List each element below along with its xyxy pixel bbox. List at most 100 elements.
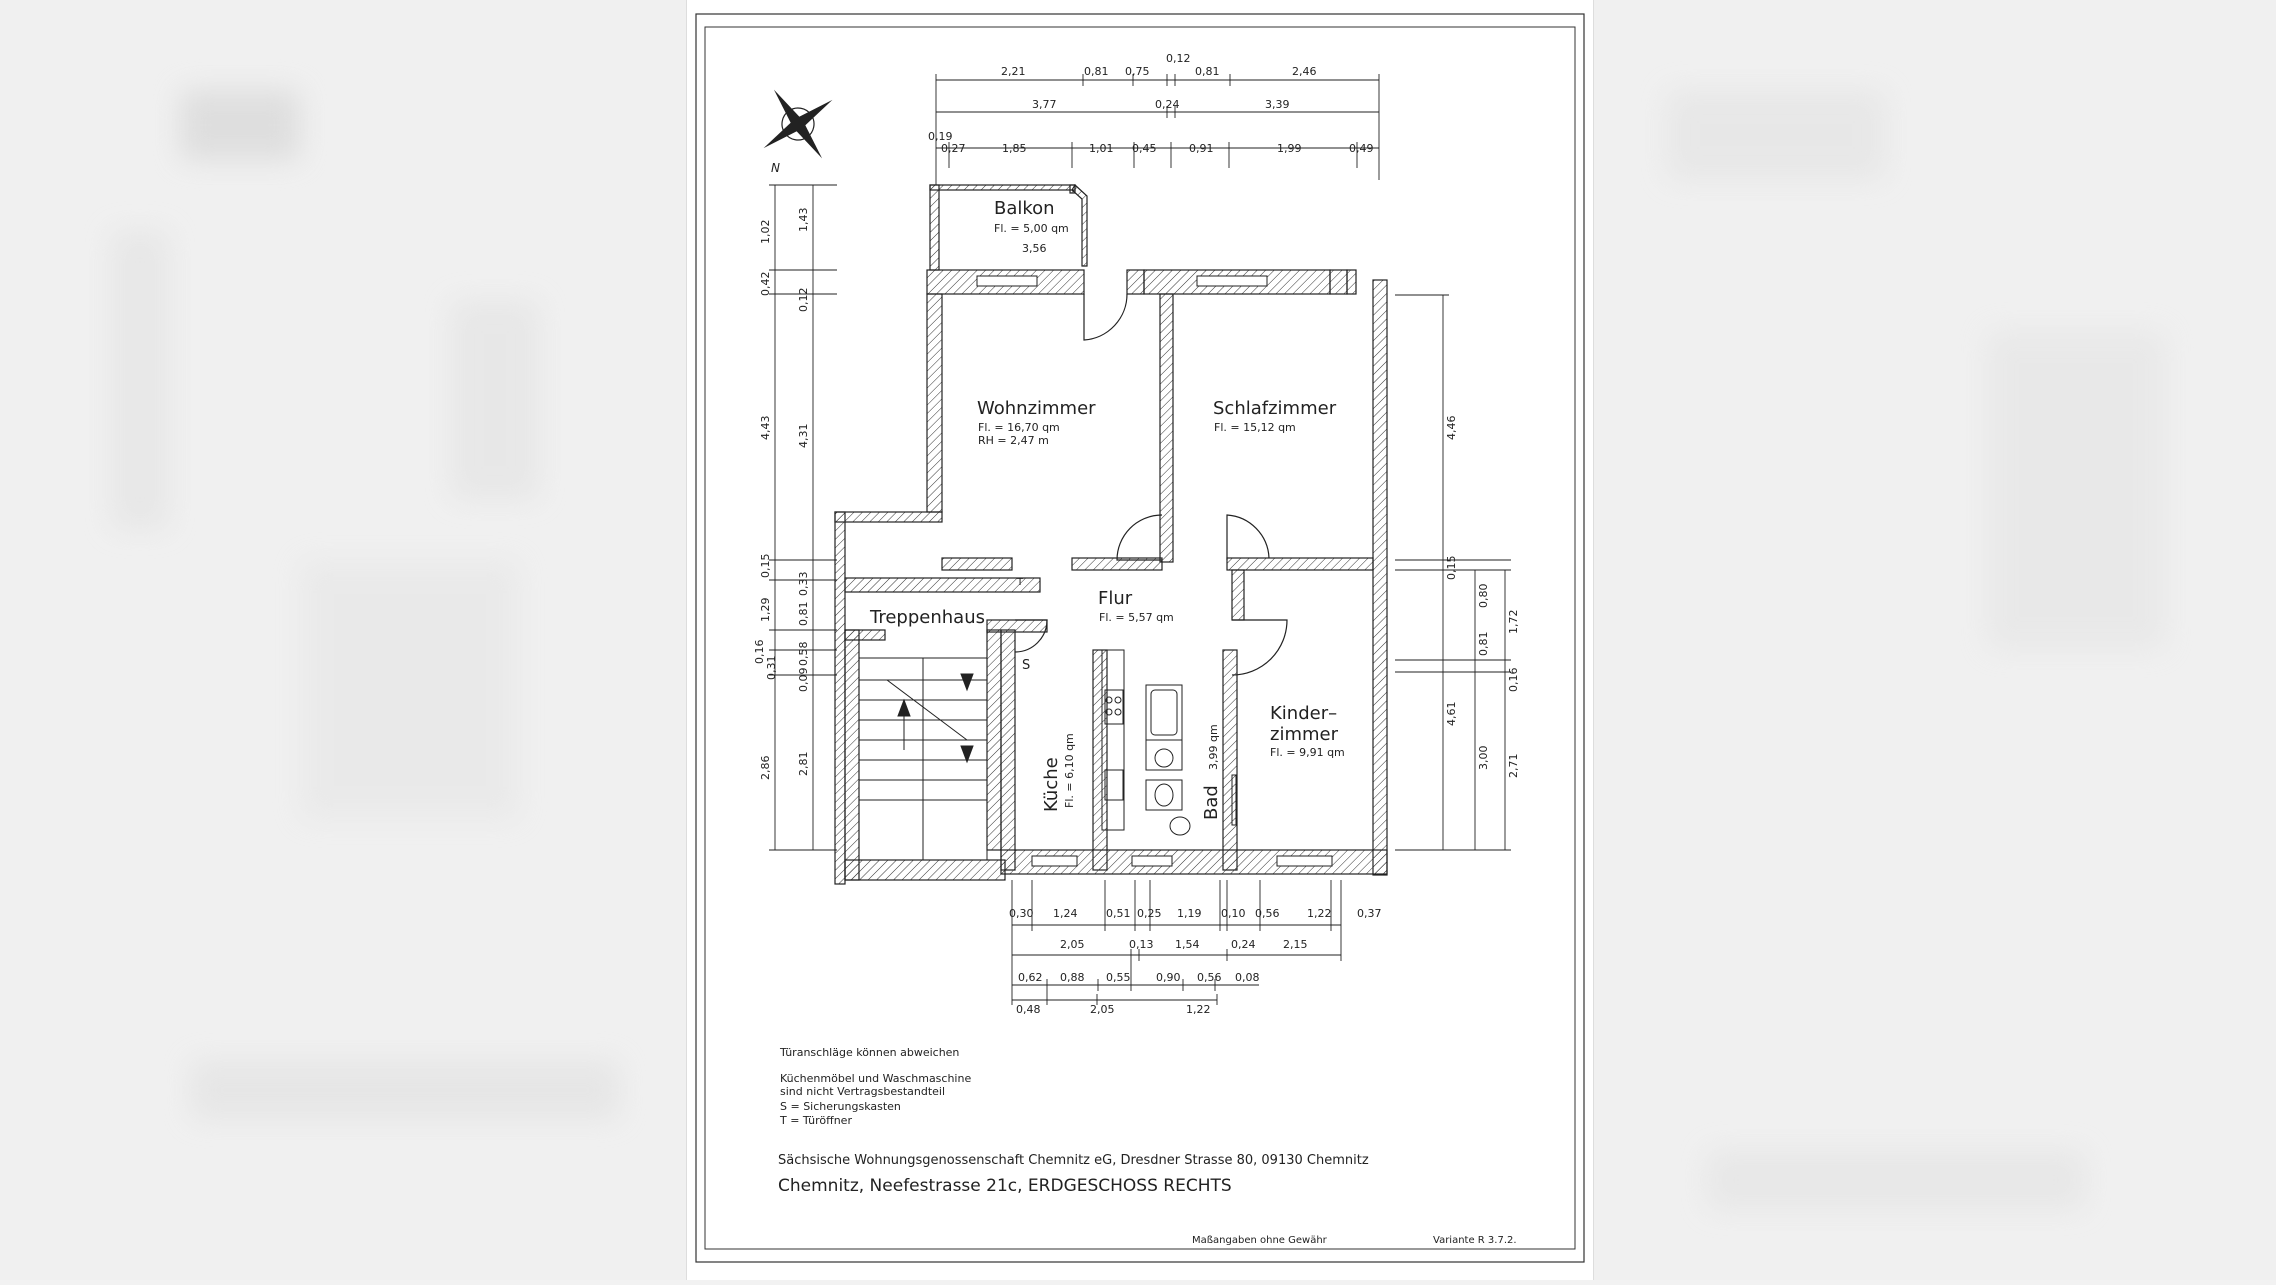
dim-label: 4,43	[759, 416, 772, 441]
dimension-lines	[769, 74, 1511, 1005]
floor-plan-drawing: N	[695, 13, 1585, 1263]
dim-label: 0,08	[1235, 971, 1260, 984]
dim-label: 0,16	[753, 640, 766, 665]
dim-label: 0,33	[797, 572, 810, 597]
note-kitchen-1: Küchenmöbel und Waschmaschine	[780, 1072, 971, 1085]
dim-label: 0,12	[797, 288, 810, 313]
dim-label: 0,24	[1155, 98, 1180, 111]
dim-label: 2,05	[1090, 1003, 1115, 1016]
inner-frame	[704, 26, 1576, 1250]
dim-label: 0,25	[1137, 907, 1162, 920]
dims-right: 4,46 0,15 4,61 0,80 0,81 3,00 1,72 0,16 …	[1445, 416, 1520, 779]
dim-label: 0,09	[797, 668, 810, 693]
compass-icon	[763, 89, 833, 159]
room-name-treppenhaus: Treppenhaus	[869, 607, 985, 628]
dim-label: 0,62	[1018, 971, 1043, 984]
dim-label: 0,81	[1084, 65, 1109, 78]
dim-label: 0,81	[797, 602, 810, 627]
room-area-flur: Fl. = 5,57 qm	[1099, 611, 1174, 624]
compass-label: N	[771, 161, 780, 175]
dim-label: 0,27	[941, 142, 966, 155]
dim-label: 0,81	[1195, 65, 1220, 78]
dim-label: 3,77	[1032, 98, 1057, 111]
room-area-wohnzimmer: Fl. = 16,70 qm	[978, 421, 1060, 434]
dim-label: 0,15	[1445, 556, 1458, 581]
dim-label: 2,05	[1060, 938, 1085, 951]
windows	[976, 275, 1333, 867]
room-name-kinderzimmer-1: Kinder–	[1270, 703, 1337, 724]
note-kitchen-2: sind nicht Vertragsbestandteil	[780, 1085, 945, 1098]
dim-label: 1,85	[1002, 142, 1027, 155]
dim-label: 0,81	[1477, 632, 1490, 657]
note-t-legend: T = Türöffner	[779, 1114, 852, 1127]
staircase	[858, 657, 988, 861]
dim-label: 1,54	[1175, 938, 1200, 951]
outer-frame	[695, 13, 1585, 1263]
dims-left: 1,02 0,42 4,43 0,15 1,29 0,16 0,31 0,09 …	[753, 208, 810, 781]
dim-label: 1,22	[1186, 1003, 1211, 1016]
dim-label: 1,19	[1177, 907, 1202, 920]
room-name-kinderzimmer-2: zimmer	[1270, 724, 1339, 745]
floor-plan-sheet: N	[686, 0, 1594, 1280]
room-area-schlafzimmer: Fl. = 15,12 qm	[1214, 421, 1296, 434]
dim-label: 2,86	[759, 756, 772, 781]
room-labels: Balkon Fl. = 5,00 qm 3,56 Wohnzimmer Fl.…	[869, 198, 1345, 820]
dim-label: 0,91	[1189, 142, 1214, 155]
dim-label: 0,56	[1197, 971, 1222, 984]
dim-label: 0,37	[1357, 907, 1382, 920]
room-name-kueche: Küche	[1041, 757, 1062, 812]
note-door-swing: Türanschläge können abweichen	[779, 1046, 959, 1059]
dim-label: 3,39	[1265, 98, 1290, 111]
bathroom-fixtures	[1145, 684, 1237, 836]
dim-label: 4,61	[1445, 702, 1458, 727]
door-opener-marker: T	[1016, 577, 1024, 588]
room-dim-balkon: 3,56	[1022, 242, 1047, 255]
dim-label: 0,10	[1221, 907, 1246, 920]
dim-label: 4,31	[797, 424, 810, 449]
room-name-flur: Flur	[1098, 588, 1133, 609]
dim-label: 1,02	[759, 220, 772, 245]
dim-label: 0,80	[1477, 584, 1490, 609]
dim-label: 0,12	[1166, 52, 1191, 65]
room-name-balkon: Balkon	[994, 198, 1055, 219]
room-area-balkon: Fl. = 5,00 qm	[994, 222, 1069, 235]
disclaimer: Maßangaben ohne Gewähr	[1192, 1235, 1328, 1246]
notes: Türanschläge können abweichen Küchenmöbe…	[779, 1046, 971, 1127]
dim-label: 0,15	[759, 554, 772, 579]
dim-label: 0,19	[928, 130, 953, 143]
dim-label: 0,51	[1106, 907, 1131, 920]
dim-label: 2,21	[1001, 65, 1026, 78]
room-area-kueche: Fl. = 6,10 qm	[1063, 733, 1076, 808]
dim-label: 1,22	[1307, 907, 1332, 920]
room-name-schlafzimmer: Schlafzimmer	[1213, 398, 1337, 419]
room-area-bad: 3,99 qm	[1207, 724, 1220, 770]
doors	[1014, 293, 1288, 676]
company-line: Sächsische Wohnungsgenossenschaft Chemni…	[778, 1153, 1369, 1168]
dims-bottom: 0,30 1,24 0,51 0,25 1,19 0,10 0,56 1,22 …	[1009, 907, 1382, 1016]
dim-label: 0,88	[1060, 971, 1085, 984]
dim-label: 0,13	[1129, 938, 1154, 951]
room-area-kinderzimmer: Fl. = 9,91 qm	[1270, 746, 1345, 759]
dim-label: 1,29	[759, 598, 772, 623]
dim-label: 1,01	[1089, 142, 1114, 155]
dim-label: 1,43	[797, 208, 810, 233]
dim-label: 0,90	[1156, 971, 1181, 984]
dim-label: 0,58	[797, 642, 810, 667]
dim-label: 0,45	[1132, 142, 1157, 155]
dim-label: 1,99	[1277, 142, 1302, 155]
fuse-box-marker: S	[1022, 658, 1030, 673]
dim-label: 0,75	[1125, 65, 1150, 78]
dim-label: 0,56	[1255, 907, 1280, 920]
dims-top: 2,21 0,81 0,75 0,12 0,81 2,46 3,77 0,24 …	[928, 52, 1374, 155]
dim-label: 0,42	[759, 272, 772, 297]
dim-label: 4,46	[1445, 416, 1458, 441]
room-name-bad: Bad	[1201, 785, 1222, 820]
walls	[834, 184, 1388, 885]
blurred-background-right	[1586, 0, 2276, 1280]
dim-label: 1,72	[1507, 610, 1520, 635]
dim-label: 2,15	[1283, 938, 1308, 951]
blurred-background-left	[0, 0, 690, 1280]
dim-label: 2,81	[797, 752, 810, 777]
dim-label: 0,55	[1106, 971, 1131, 984]
dim-label: 0,16	[1507, 668, 1520, 693]
